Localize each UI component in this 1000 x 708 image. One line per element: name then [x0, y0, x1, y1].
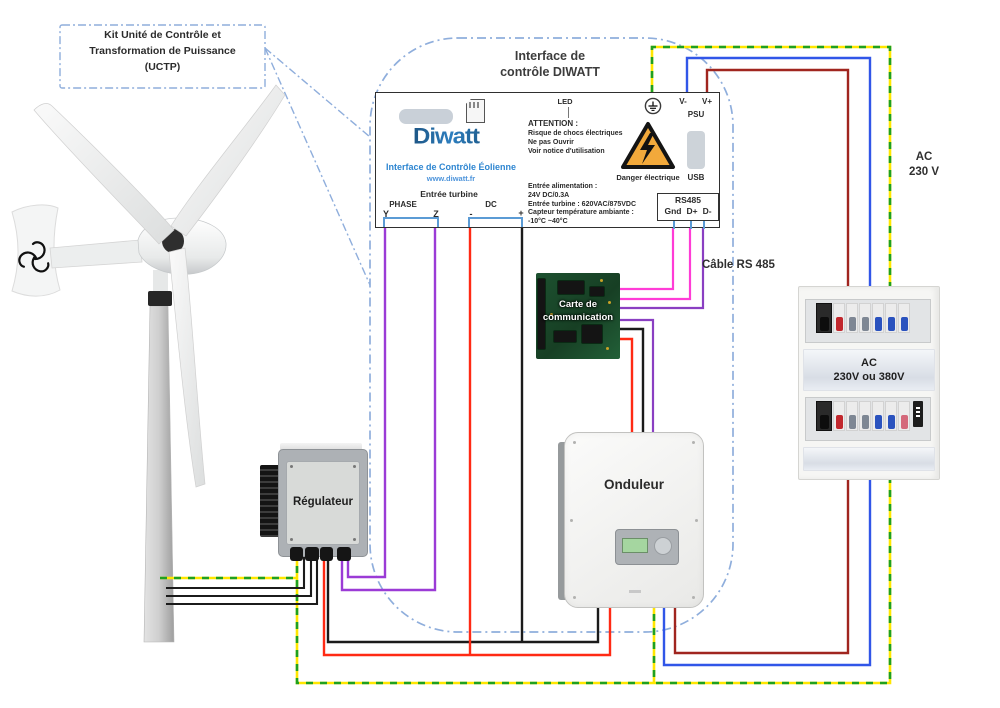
brand-url: www.diwatt.fr [426, 174, 476, 183]
rs485-terminal-block: RS485 Gnd D+ D- [657, 193, 719, 221]
callout-line2: Transformation de Puissance [89, 44, 236, 57]
turbine-phase-cables [166, 552, 319, 606]
brand-subtitle: Interface de Contrôle Éolienne [385, 162, 517, 172]
spec-line: 24V DC/0.3A [528, 191, 570, 199]
pcb-label: Carte de communication [536, 299, 620, 325]
phase-label: PHASE [389, 200, 417, 209]
panel-cover-bottom [803, 447, 935, 471]
rs485-pins: Gnd D+ D- [658, 206, 718, 216]
breaker [898, 401, 910, 431]
breaker-row-top [805, 299, 931, 343]
regulator-box: Régulateur [260, 441, 370, 563]
spec-line: Entrée alimentation : [528, 183, 598, 190]
attention-lines: Risque de chocs électriques Ne pas Ouvri… [528, 130, 628, 156]
uctp-callout: Kit Unité de Contrôle et Transformation … [60, 28, 265, 75]
breaker [872, 401, 884, 431]
rs485-cable-label: Câble RS 485 [702, 259, 775, 271]
breaker-main [816, 401, 832, 431]
led-label: LED [557, 97, 573, 106]
diwatt-interface-box: Diwatt Interface de Contrôle Éolienne ww… [375, 92, 720, 229]
ac-230v-label: AC 230 V [908, 151, 940, 178]
callout-leader-bottom [264, 47, 371, 286]
spec-line: -10°C ~40°C [528, 218, 568, 225]
terminal-z: Z [433, 209, 439, 219]
terminal-plus: + [518, 208, 524, 218]
psu-label: PSU [687, 110, 705, 119]
rs485-wires [616, 228, 705, 440]
breaker [833, 303, 845, 333]
dc-label: DC [485, 200, 497, 209]
terminal-minus: - [469, 209, 473, 219]
rs485-gnd: Gnd [664, 206, 682, 216]
breaker [885, 303, 897, 333]
panel-voltage-label: AC 230V ou 380V [833, 357, 905, 383]
phase-wires [340, 227, 437, 592]
regulator-label: Régulateur [292, 496, 354, 508]
v-plus-label: V+ [701, 97, 712, 106]
callout-leader-top [264, 47, 371, 138]
ground-symbol-icon [644, 97, 662, 115]
terminal-y: Y [382, 209, 389, 219]
diagram-title: Interface de contrôle DIWATT [455, 48, 645, 81]
ac-wires [662, 56, 872, 667]
inverter-box: Onduleur [558, 430, 706, 610]
rs485-title: RS485 [675, 195, 701, 205]
breaker [898, 303, 910, 333]
danger-label: Danger électrique [616, 173, 680, 182]
triskelion-logo [18, 241, 50, 273]
spec-line: Entrée turbine : 620VAC/875VDC [528, 200, 637, 208]
attention-title: ATTENTION : [528, 119, 579, 128]
usb-label: USB [687, 173, 705, 182]
breaker [885, 401, 897, 431]
spec-line: Capteur température ambiante : [528, 209, 634, 217]
led-leader [568, 107, 569, 118]
callout-border [59, 24, 266, 89]
pcb-label-line2: communication [542, 311, 614, 323]
wind-turbine-illustration [11, 84, 286, 643]
callout-line3: (UCTP) [144, 60, 181, 73]
breaker [846, 303, 858, 333]
attention-line: Risque de chocs électriques [528, 130, 623, 137]
attention-line: Voir notice d'utilisation [528, 147, 605, 155]
earth-wires [160, 45, 892, 685]
terminal-brackets [383, 217, 705, 229]
breaker [846, 401, 858, 431]
inverter-label: Onduleur [604, 477, 664, 492]
callout-line1: Kit Unité de Contrôle et [104, 29, 221, 41]
turbine-input-label: Entrée turbine [420, 189, 478, 199]
inverter-keypad [654, 537, 672, 555]
v-minus-label: V- [679, 97, 687, 106]
regulator-heatsink [260, 465, 282, 537]
title-line1: Interface de [514, 49, 586, 63]
communication-card: Carte de communication [536, 273, 620, 359]
panel-module [913, 401, 923, 427]
diwatt-logo: Diwatt [391, 124, 501, 150]
dc-wires [322, 227, 612, 657]
sd-card-icon [466, 99, 485, 123]
rs485-dminus: D- [702, 206, 712, 216]
breaker-main [816, 303, 832, 333]
electric-danger-icon [621, 122, 675, 169]
breaker [872, 303, 884, 333]
breaker-row-bottom [805, 397, 931, 441]
breaker [859, 401, 871, 431]
panel-cover-top: AC 230V ou 380V [803, 349, 935, 391]
breaker [859, 303, 871, 333]
distribution-panel: AC 230V ou 380V [798, 286, 940, 480]
breaker [833, 401, 845, 431]
blank-label-plate [399, 109, 453, 124]
spec-lines: Entrée alimentation : 24V DC/0.3A Entrée… [528, 183, 653, 227]
usb-port [687, 131, 705, 169]
uctp-boundary [369, 37, 734, 633]
title-line2: contrôle DIWATT [500, 65, 600, 80]
rs485-dplus: D+ [686, 206, 698, 216]
attention-line: Ne pas Ouvrir [528, 138, 574, 146]
inverter-lcd [622, 538, 648, 553]
pcb-label-line1: Carte de [558, 299, 597, 310]
inverter-display [615, 529, 679, 565]
